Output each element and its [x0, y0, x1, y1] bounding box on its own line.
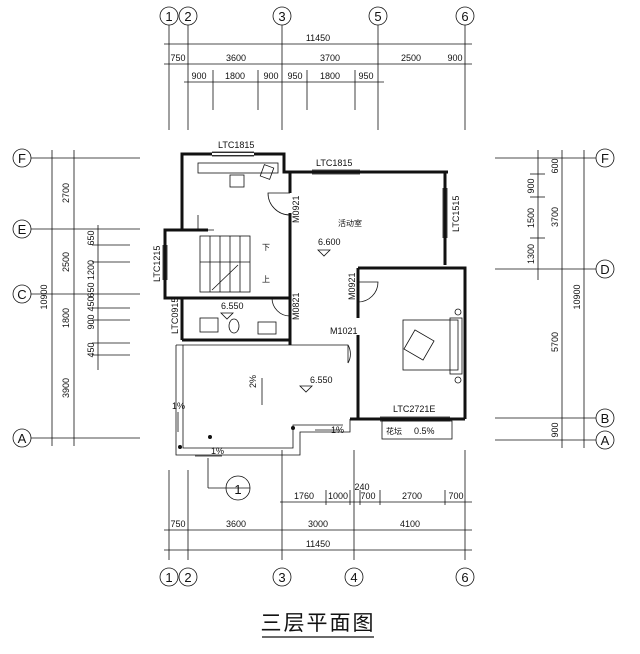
level-6550-a: 6.550	[221, 301, 244, 311]
dim-bottom-240: 240	[354, 482, 369, 492]
dim-right-inner-2: 900	[526, 178, 536, 193]
room-label-activity: 活动室	[338, 218, 362, 228]
slope-1pct-a: 1%	[172, 401, 185, 411]
dim-top-low-5: 1800	[320, 71, 340, 81]
top-axis-lines	[168, 25, 466, 130]
dim-bottom-upper-5: 700	[448, 491, 463, 501]
dim-top-low-1: 900	[191, 71, 206, 81]
dim-left-outer-4: 3900	[61, 378, 71, 398]
dim-left-inner-5: 900	[86, 314, 96, 329]
window-label-ltc1815-a: LTC1815	[218, 140, 254, 150]
axis-bubble-right-f: F	[601, 151, 609, 166]
stair-down-label: 下	[262, 243, 270, 252]
dim-top-mid-2: 3600	[226, 53, 246, 63]
door-label-m0921-a: M0921	[291, 195, 301, 223]
planter-slope: 0.5%	[414, 426, 435, 436]
top-axis-bubbles: 1 2 3 5 6	[159, 6, 475, 26]
window-label-ltc1515: LTC1515	[451, 196, 461, 232]
detail-callout: 1	[207, 458, 251, 501]
dim-top-mid-4: 2500	[401, 53, 421, 63]
window-label-ltc0915: LTC0915	[170, 298, 180, 334]
dim-bottom-mid-2: 3600	[226, 519, 246, 529]
stair-up-label: 上	[262, 275, 270, 284]
axis-bubble-bottom-6: 6	[461, 570, 468, 585]
detail-callout-number: 1	[234, 482, 241, 497]
level-6600: 6.600	[318, 237, 341, 247]
axis-bubble-bottom-3: 3	[278, 570, 285, 585]
dim-top-low-4: 950	[287, 71, 302, 81]
dim-top-low-2: 1800	[225, 71, 245, 81]
dim-bottom-upper-2: 1000	[328, 491, 348, 501]
doors	[197, 192, 379, 364]
bottom-dimensions: 240 1760 1000 700 2700 700 750 3600 3000…	[164, 450, 472, 560]
axis-bubble-right-b: B	[601, 411, 610, 426]
slope-1pct-b: 1%	[211, 446, 224, 456]
axis-bubble-right-a: A	[601, 433, 610, 448]
door-label-m0821: M0821	[291, 292, 301, 320]
dim-bottom-mid-3: 3000	[308, 519, 328, 529]
door-label-m0921-b: M0921	[347, 272, 357, 300]
door-label-m1021: M1021	[330, 326, 358, 336]
left-axis: F E C A 10900 2700 2500 1800 3900 650 12…	[12, 148, 140, 448]
axis-bubble-bottom-4: 4	[350, 570, 357, 585]
dim-left-outer-3: 1800	[61, 308, 71, 328]
slope-2pct: 2%	[248, 375, 258, 388]
top-dimensions: 11450 750 3600 3700 2500 900 900 1800 90…	[164, 33, 472, 110]
dim-right-inner-4: 1300	[526, 244, 536, 264]
dim-left-inner-2: 1200	[86, 260, 96, 280]
dim-left-inner-4: 450	[86, 296, 96, 311]
dim-right-inner-1: 600	[550, 158, 560, 173]
dim-top-low-3: 900	[263, 71, 278, 81]
dim-right-outer-2: 5700	[550, 332, 560, 352]
right-axis: F D B A 600 900 1500 1300 3700 5700 900 …	[495, 148, 615, 450]
dim-left-inner-1: 650	[86, 230, 96, 245]
axis-bubble-top-5: 5	[374, 9, 381, 24]
window-label-ltc1215: LTC1215	[152, 246, 162, 282]
dim-right-total: 10900	[572, 284, 582, 309]
dim-bottom-total: 11450	[306, 539, 330, 549]
axis-bubble-left-c: C	[17, 287, 26, 302]
plan-walls	[163, 152, 467, 456]
axis-bubble-top-6: 6	[461, 9, 468, 24]
dim-bottom-upper-3: 700	[360, 491, 375, 501]
bottom-axis-bubbles: 1 2 3 4 6	[159, 567, 475, 587]
furniture	[178, 162, 463, 449]
dim-bottom-upper-4: 2700	[402, 491, 422, 501]
axis-bubble-left-e: E	[18, 222, 27, 237]
dim-left-inner-3: 650	[86, 282, 96, 297]
stair: 下 上	[199, 235, 270, 293]
window-label-ltc1815-b: LTC1815	[316, 158, 352, 168]
dim-right-inner-3: 1500	[526, 208, 536, 228]
dim-top-mid-1: 750	[170, 53, 185, 63]
dim-bottom-mid-1: 750	[170, 519, 185, 529]
dim-right-outer-1: 3700	[550, 207, 560, 227]
dim-right-outer-3: 900	[550, 422, 560, 437]
dim-left-outer-1: 2700	[61, 183, 71, 203]
dim-bottom-upper-1: 1760	[294, 491, 314, 501]
dim-top-mid-5: 900	[447, 53, 462, 63]
axis-bubble-top-2: 2	[184, 9, 191, 24]
dim-left-total: 10900	[39, 284, 49, 309]
dim-bottom-mid-4: 4100	[400, 519, 420, 529]
axis-bubble-top-1: 1	[165, 9, 172, 24]
dim-top-total: 11450	[306, 33, 330, 43]
dim-top-low-6: 950	[358, 71, 373, 81]
axis-bubble-bottom-1: 1	[165, 570, 172, 585]
axis-bubble-right-d: D	[600, 262, 609, 277]
plan-labels: LTC1815 LTC1815 LTC1515 LTC1215 LTC0915 …	[152, 140, 461, 457]
level-6550-b: 6.550	[310, 375, 333, 385]
window-label-ltc2721e: LTC2721E	[393, 404, 435, 414]
dim-top-mid-3: 3700	[320, 53, 340, 63]
dim-left-inner-6: 450	[86, 342, 96, 357]
dim-left-outer-2: 2500	[61, 252, 71, 272]
axis-bubble-top-3: 3	[278, 9, 285, 24]
planter-label: 花坛	[386, 426, 402, 436]
drawing-title: 三层平面图	[261, 611, 376, 635]
windows	[162, 151, 450, 422]
axis-bubble-left-f: F	[18, 151, 26, 166]
axis-bubble-left-a: A	[18, 431, 27, 446]
axis-bubble-bottom-2: 2	[184, 570, 191, 585]
